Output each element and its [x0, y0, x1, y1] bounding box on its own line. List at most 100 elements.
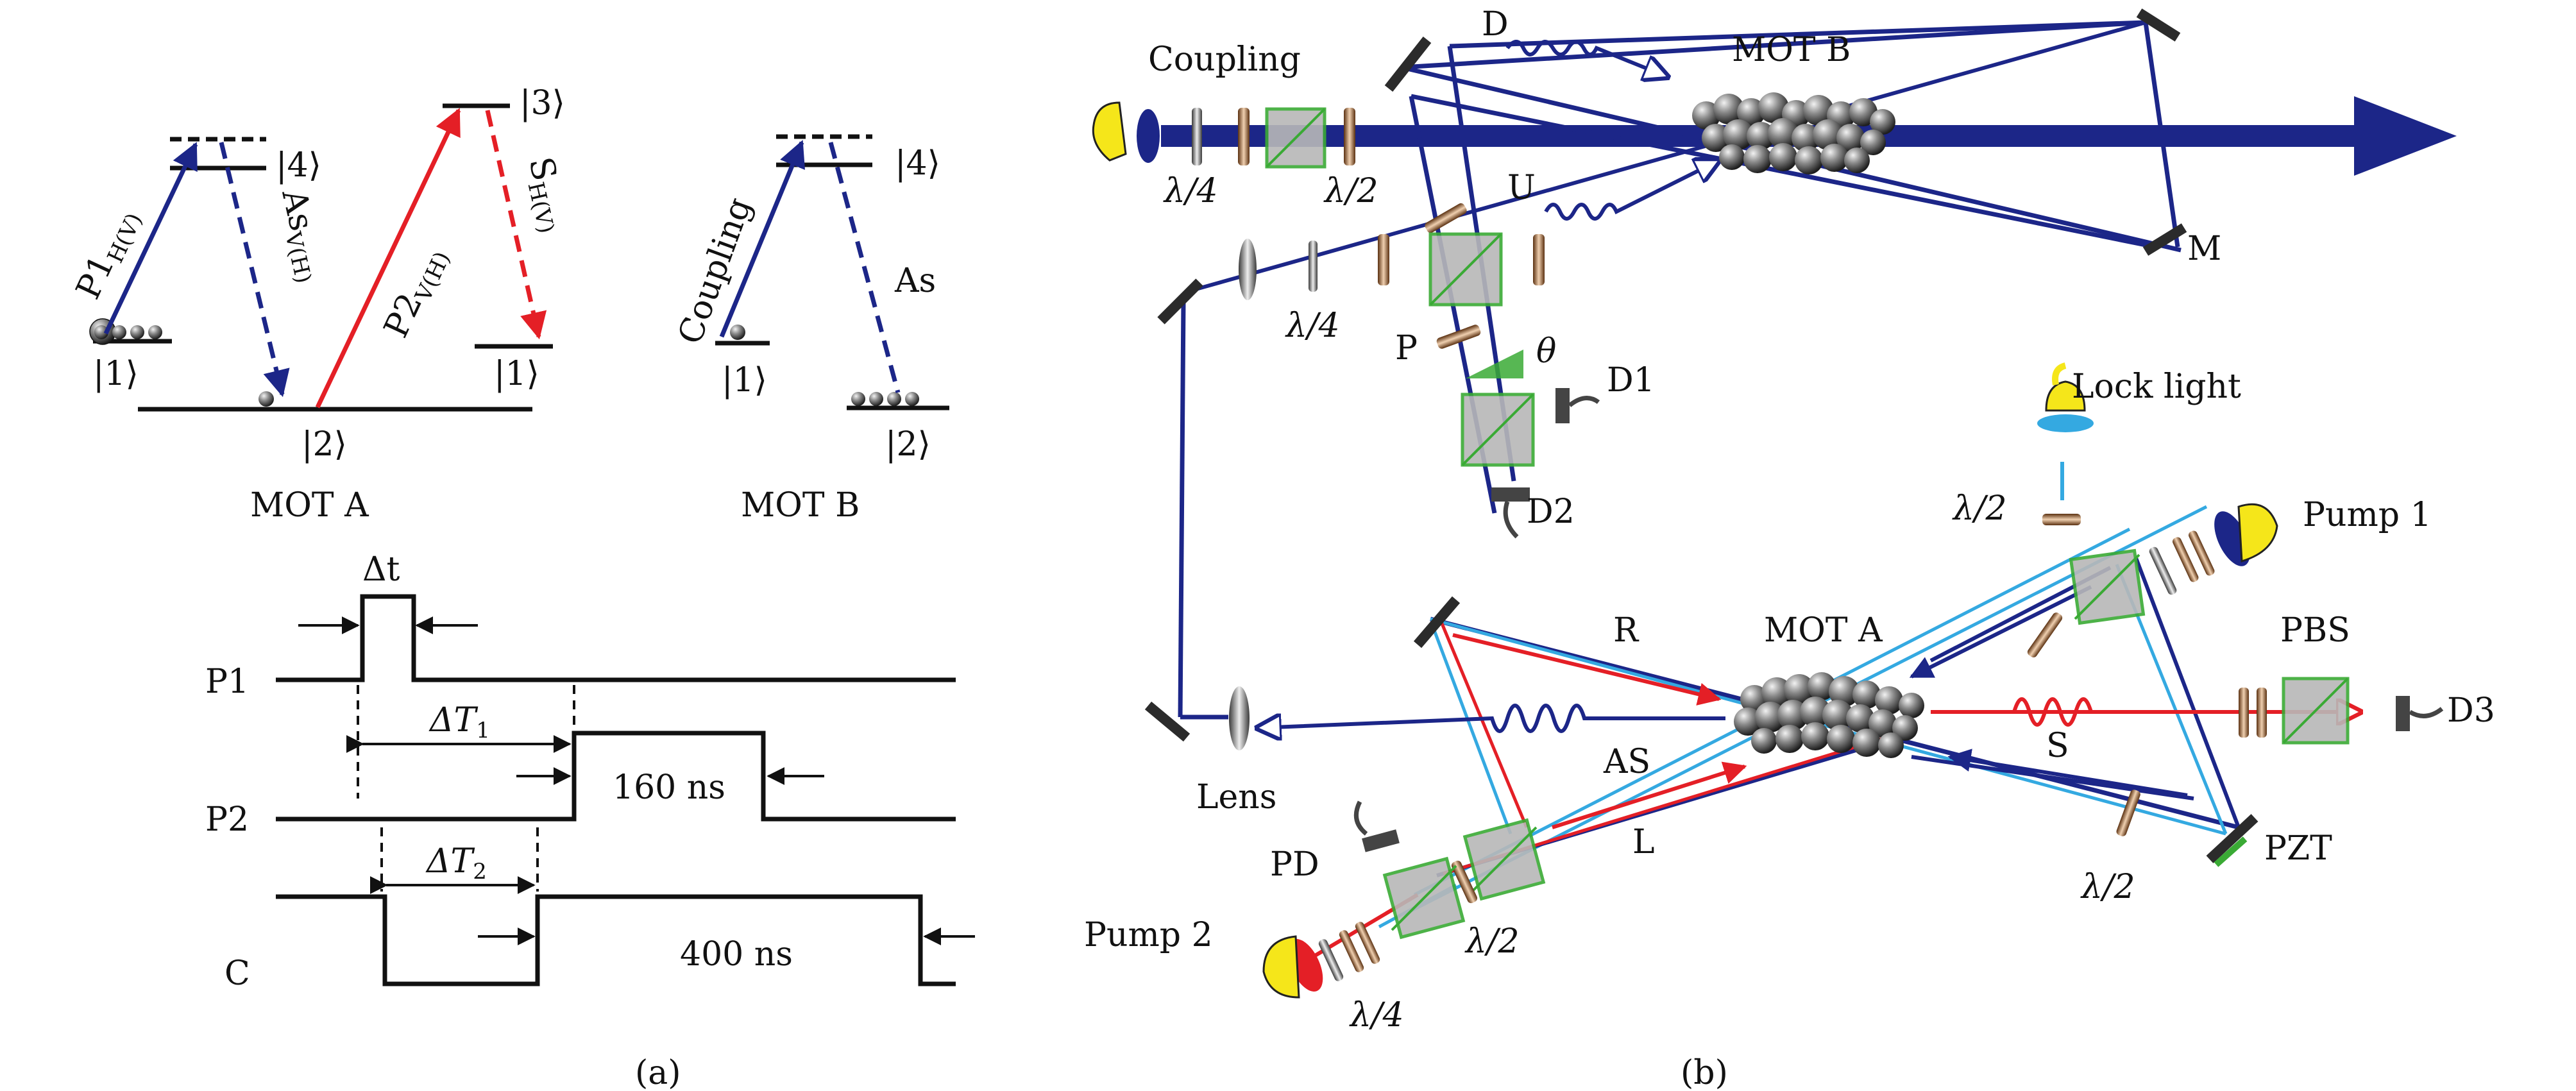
- half-wave-plate: [1339, 930, 1364, 972]
- detector-d2: [1491, 487, 1530, 539]
- quarter-wave-plate: [1192, 108, 1202, 165]
- half-wave-plate-p: [1436, 325, 1481, 349]
- mot-a-title: MOT A: [250, 486, 369, 525]
- label-delta-T2: ΔT2: [425, 842, 487, 884]
- label-d2: D2: [1527, 493, 1575, 531]
- label-c-width: 400 ns: [680, 935, 793, 974]
- detector-d3: [2396, 696, 2444, 731]
- half-wave-plate-u: [1425, 203, 1467, 233]
- as-transition-arrow: [828, 142, 901, 393]
- label-pump2: Pump 2: [1084, 916, 1213, 954]
- p1-pulse: [276, 594, 956, 682]
- detector-pd: [1353, 800, 1400, 852]
- caption-a: (a): [635, 1054, 681, 1091]
- label-theta: θ: [1536, 332, 1556, 371]
- label-quarter-wave: λ/4: [1163, 172, 1218, 210]
- label-u: U: [1507, 169, 1536, 207]
- mirror: [1157, 278, 1203, 325]
- half-wave-plate: [2257, 688, 2267, 738]
- atoms-level-1: [94, 325, 162, 339]
- lens: [1229, 686, 1250, 750]
- pbs-detection-lower: [1461, 393, 1535, 467]
- p2-transition-arrow: [315, 108, 461, 409]
- label-p1: P1: [205, 663, 249, 701]
- label-as: AsV(H): [270, 185, 332, 285]
- c-pulse: [276, 894, 956, 986]
- ket-1-right: |1⟩: [494, 355, 539, 393]
- ket-4: |4⟩: [276, 146, 321, 185]
- label-pbs: PBS: [2280, 611, 2350, 650]
- beam-l-arrow: [1552, 761, 1747, 829]
- label-p2: P2: [205, 800, 249, 839]
- photon-as: [1257, 704, 1725, 731]
- pbs-pump2: [1462, 818, 1546, 901]
- mot-a-level-scheme: P1H(V) AsV(H) P2V(H) SH(V) |1⟩ |2⟩ |4⟩ |…: [69, 84, 565, 525]
- coupling-laser-source: [1092, 101, 1160, 163]
- return-arrow: [1947, 748, 2188, 797]
- label-coupling: Coupling: [1148, 40, 1301, 79]
- p1-transition-arrow: [103, 142, 198, 335]
- label-lock-light: Lock light: [2072, 368, 2241, 406]
- mot-a-atom-cloud: [1734, 672, 1924, 758]
- half-wave-plate: [2239, 688, 2249, 738]
- label-p1: P1H(V): [69, 202, 148, 307]
- atom-level-1: [730, 325, 745, 340]
- photon-s: [1931, 697, 2360, 727]
- pump2-source: [1262, 935, 1323, 999]
- panel-b: Coupling D MOT B U M P θ D1 D2 λ/4 λ/2 λ…: [1084, 5, 2495, 1091]
- mirror-m: [2136, 8, 2181, 42]
- atoms-level-2: [851, 392, 919, 406]
- mot-b-title: MOT B: [741, 486, 860, 525]
- coupling-transition-arrow: [719, 140, 805, 338]
- ket-3: |3⟩: [520, 84, 565, 123]
- quarter-wave-plate: [1318, 939, 1344, 981]
- label-pump1: Pump 1: [2303, 496, 2432, 534]
- mirror-pzt: [2206, 814, 2258, 863]
- label-half-wave: λ/2: [1464, 922, 1520, 961]
- as-transition-arrow: [219, 142, 290, 398]
- theta-wedge: [1466, 350, 1523, 378]
- photon-u: [1544, 160, 1719, 221]
- pzt-element: [2214, 836, 2248, 867]
- half-wave-plate: [2042, 514, 2081, 525]
- label-pd: PD: [1270, 845, 1319, 884]
- ket-2: |2⟩: [301, 425, 347, 464]
- atom-level-2: [258, 391, 274, 407]
- half-wave-plate: [1344, 108, 1355, 165]
- detector-d1: [1555, 388, 1600, 423]
- pbs-s-arm: [2282, 677, 2350, 745]
- half-wave-plate: [1238, 108, 1250, 165]
- label-quarter-wave: λ/4: [1349, 996, 1404, 1035]
- half-wave-plate: [1355, 922, 1380, 964]
- half-wave-plate: [1451, 860, 1478, 904]
- label-half-wave: λ/2: [1952, 489, 2007, 528]
- panel-a: P1H(V) AsV(H) P2V(H) SH(V) |1⟩ |2⟩ |4⟩ |…: [69, 84, 975, 1091]
- label-r: R: [1613, 611, 1640, 650]
- label-l: L: [1632, 823, 1655, 861]
- ket-1-left: |1⟩: [93, 355, 139, 393]
- quarter-wave-plate: [1309, 241, 1318, 292]
- half-wave-plate: [1533, 234, 1545, 285]
- ket-4: |4⟩: [895, 144, 940, 183]
- label-lens: Lens: [1196, 778, 1276, 816]
- label-mot-a: MOT A: [1764, 611, 1883, 650]
- label-c: C: [225, 954, 250, 993]
- pbs-pd: [1382, 856, 1466, 940]
- p2-pulse: [276, 731, 956, 822]
- label-mot-b: MOT B: [1732, 31, 1851, 69]
- beam-r-arrow: [1452, 633, 1722, 706]
- label-coupling: Coupling: [671, 192, 759, 349]
- lens: [1239, 239, 1257, 300]
- label-d1: D1: [1607, 361, 1655, 400]
- label-half-wave: λ/2: [2080, 868, 2135, 906]
- label-s: S: [2046, 727, 2069, 765]
- label-as: AS: [1603, 743, 1650, 781]
- label-d: D: [1482, 5, 1509, 44]
- pump1-arrow: [1909, 585, 2092, 679]
- half-wave-plate: [2172, 537, 2199, 582]
- label-half-wave: λ/2: [1323, 172, 1378, 210]
- s-transition-arrow: [485, 110, 547, 340]
- mirror: [1413, 596, 1461, 648]
- lock-light-source: [2037, 362, 2094, 432]
